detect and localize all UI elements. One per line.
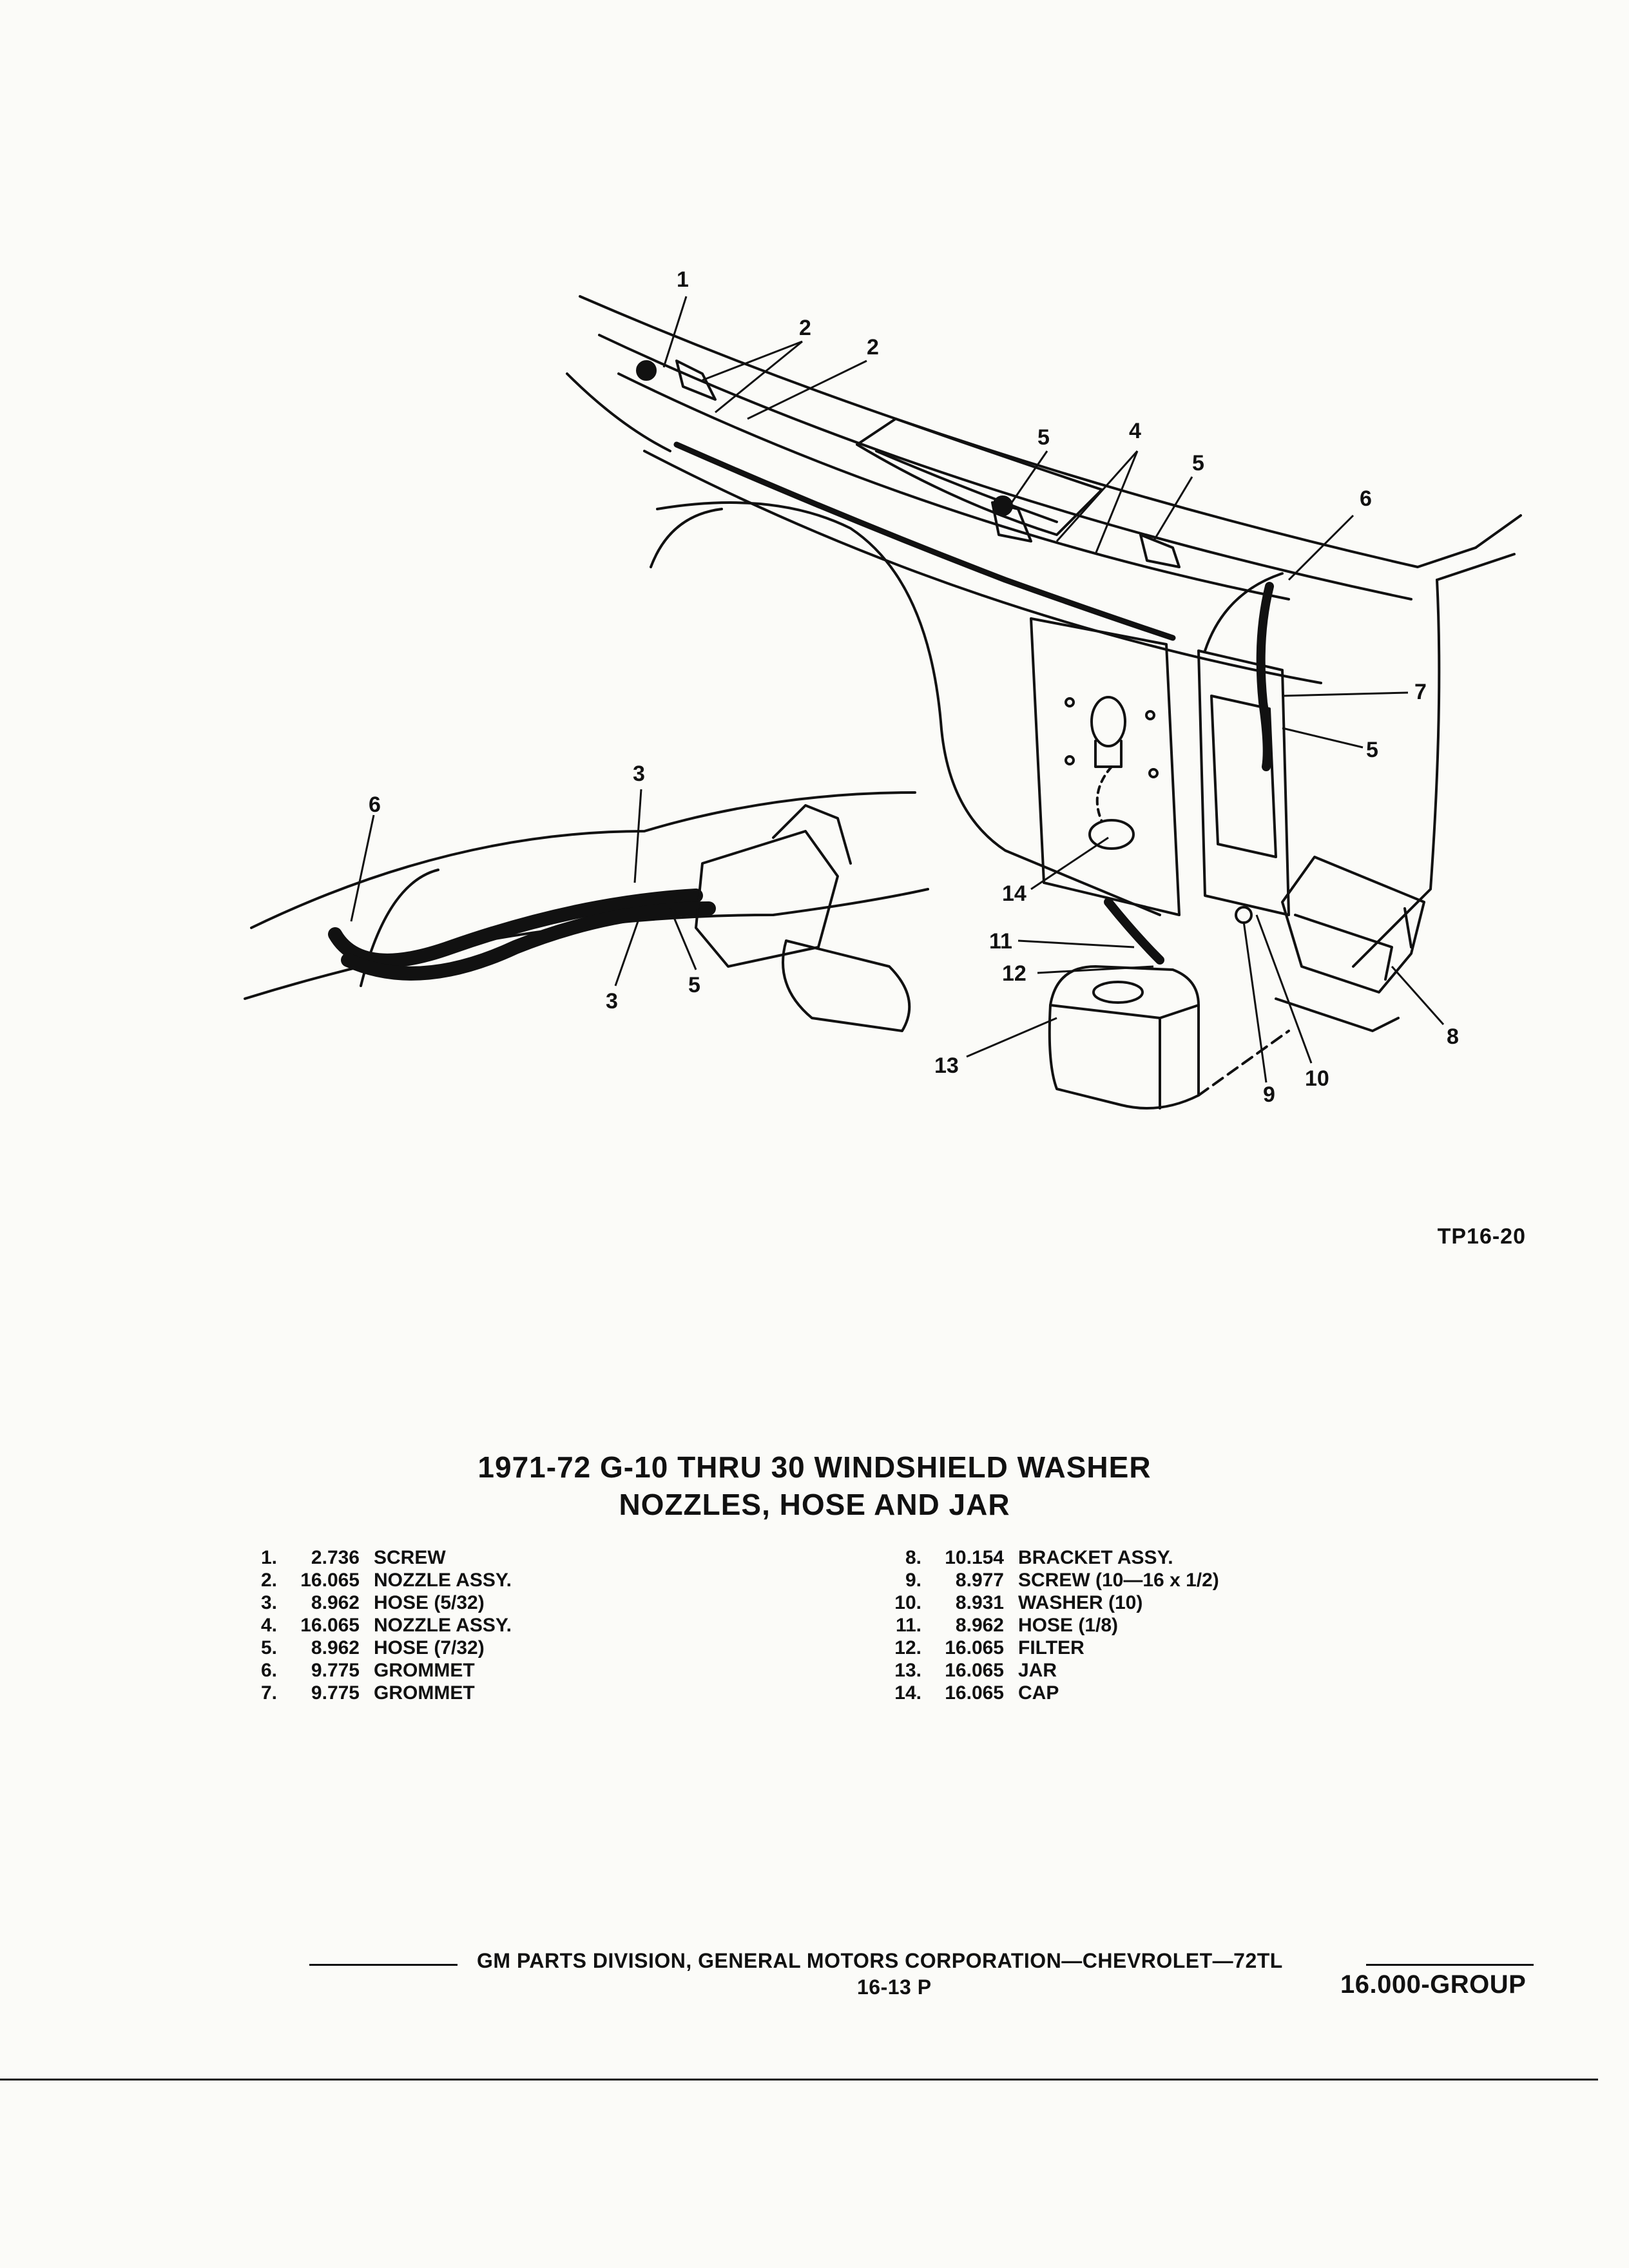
footer-group: 16.000-GROUP: [1340, 1970, 1527, 1999]
callout-3b: 3: [606, 989, 618, 1014]
footer-rule-left: [309, 1964, 458, 1966]
callout-2a: 2: [799, 316, 811, 340]
figure-reference: TP16-20: [1437, 1224, 1526, 1249]
cap-shape: [1088, 819, 1135, 850]
callout-14: 14: [1002, 881, 1027, 906]
inset-pump: [695, 830, 839, 968]
hose-cowl: [673, 441, 1176, 641]
nozzle-left: [675, 360, 717, 401]
filter-hose: [1104, 898, 1164, 965]
wiper-channel: [856, 418, 1103, 536]
page-subtitle: NOZZLES, HOSE AND JAR: [619, 1488, 1010, 1521]
callout-5b: 5: [1192, 451, 1204, 476]
callout-5c: 5: [1366, 738, 1378, 762]
callout-5d: 5: [688, 973, 700, 997]
fender-panel: [656, 501, 1161, 916]
washer-assembly-diagram: 1 2 2 3 3 4 5 5 5 5 6 6 7 8 9 10 11 12 1…: [244, 267, 1522, 1110]
callout-2b: 2: [867, 335, 879, 360]
callout-8: 8: [1447, 1024, 1459, 1049]
callout-6b: 6: [369, 793, 381, 817]
hose-vertical: [1256, 582, 1274, 771]
callout-11: 11: [989, 929, 1012, 954]
callout-10: 10: [1305, 1066, 1329, 1091]
footer-page-number: 16-13 P: [857, 1975, 932, 1999]
callout-12: 12: [1002, 961, 1027, 986]
callout-9: 9: [1263, 1082, 1275, 1107]
callout-6a: 6: [1360, 486, 1372, 511]
footer-division: GM PARTS DIVISION, GENERAL MOTORS CORPOR…: [477, 1949, 1283, 1972]
inset-hose: [328, 889, 703, 968]
footer-rule-right: [1366, 1964, 1534, 1966]
cowl-front-edge: [598, 334, 1412, 601]
cowl-top-edge: [579, 295, 1477, 568]
callout-3a: 3: [633, 762, 645, 786]
callout-13: 13: [934, 1053, 959, 1078]
callout-5a: 5: [1037, 425, 1050, 450]
callout-1: 1: [677, 267, 689, 292]
nozzle-right: [1139, 533, 1181, 568]
firewall-plate: [1030, 617, 1181, 916]
jar-bracket: [1281, 856, 1425, 994]
callout-4: 4: [1129, 419, 1141, 443]
callout-7: 7: [1414, 680, 1427, 704]
page-bottom-rule: [0, 2079, 1598, 2081]
inset-panel: [244, 791, 929, 1000]
page-title: 1971-72 G-10 THRU 30 WINDSHIELD WASHER: [477, 1450, 1152, 1484]
washer-jar: [1048, 965, 1200, 1110]
